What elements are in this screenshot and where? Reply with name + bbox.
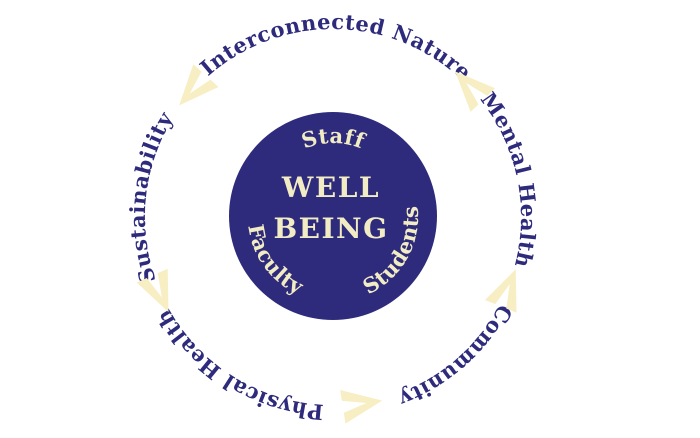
outer-label-community: Community: [395, 301, 517, 413]
center-title-line2: BEING: [273, 212, 388, 245]
cycle-chevron-arrow-right-lower: [484, 262, 532, 313]
outer-label-mental-health: Mental Health: [476, 87, 541, 270]
center-circle: [229, 112, 437, 320]
chevron-icon: [484, 262, 532, 313]
outer-label-interconnected-nature: Interconnected Nature: [195, 9, 477, 85]
outer-label-sustainability: Sustainability: [125, 107, 178, 287]
cycle-chevron-arrow-bottom: [340, 383, 385, 424]
outer-label-physical-health: Physical Health: [151, 305, 325, 425]
chevron-icon: [340, 383, 385, 424]
center-title-line1: WELL: [281, 171, 380, 204]
